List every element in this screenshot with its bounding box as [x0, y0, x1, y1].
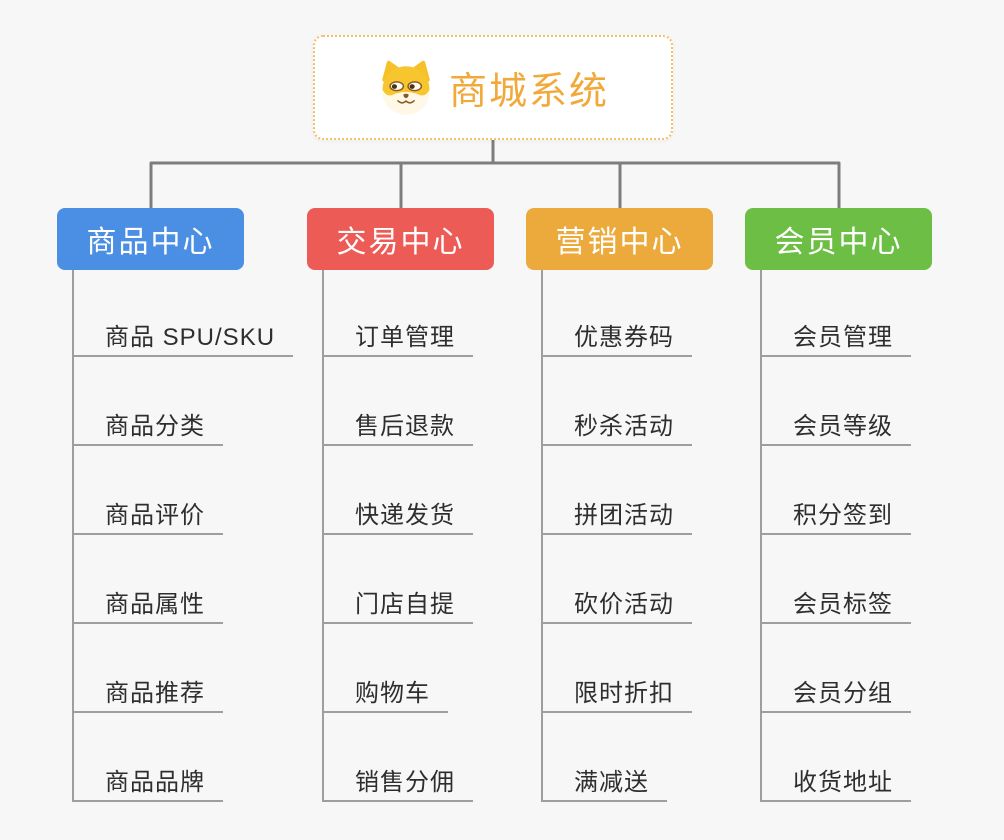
branch-header-label: 营销中心 [555, 226, 684, 259]
branch-column: 会员中心会员管理会员等级积分签到会员标签会员分组收货地址 [745, 208, 1004, 840]
branch-item-label: 积分签到 [793, 502, 893, 529]
branch-header-label: 交易中心 [336, 226, 465, 259]
branch-item-label: 砍价活动 [574, 591, 674, 618]
branch-item[interactable]: 限时折扣 [541, 671, 692, 713]
branch-item-label: 收货地址 [793, 769, 893, 796]
root-node-mall-system[interactable]: 商城系统 [313, 35, 673, 140]
branch-item-label: 商品 SPU/SKU [105, 324, 276, 351]
branch-item-label: 会员分组 [793, 680, 893, 707]
branch-item-label: 商品分类 [105, 413, 205, 440]
branch-column: 营销中心优惠券码秒杀活动拼团活动砍价活动限时折扣满减送 [526, 208, 786, 840]
branch-item[interactable]: 会员分组 [760, 671, 911, 713]
branch-item[interactable]: 优惠券码 [541, 315, 692, 357]
branch-item-label: 商品推荐 [105, 680, 205, 707]
branch-column: 交易中心订单管理售后退款快递发货门店自提购物车销售分佣 [307, 208, 567, 840]
branch-trunk-line [541, 270, 543, 802]
branch-item[interactable]: 商品 SPU/SKU [72, 315, 294, 357]
branch-item[interactable]: 商品属性 [72, 582, 223, 624]
branch-item-label: 快递发货 [355, 502, 455, 529]
branch-item[interactable]: 收货地址 [760, 760, 911, 802]
branch-item[interactable]: 商品评价 [72, 493, 223, 535]
branch-item[interactable]: 会员标签 [760, 582, 911, 624]
branch-item-label: 购物车 [355, 680, 430, 707]
branch-item[interactable]: 会员等级 [760, 404, 911, 446]
branch-item-label: 商品属性 [105, 591, 205, 618]
branch-column: 商品中心商品 SPU/SKU 商品分类商品评价商品属性商品推荐商品品牌 [57, 208, 317, 840]
branch-item-label: 商品评价 [105, 502, 205, 529]
branch-trunk-line [72, 270, 74, 802]
branch-item-label: 会员等级 [793, 413, 893, 440]
branch-header[interactable]: 营销中心 [526, 208, 713, 270]
branch-header-label: 会员中心 [774, 226, 903, 259]
branch-item[interactable]: 快递发货 [322, 493, 473, 535]
branch-item-label: 商品品牌 [105, 769, 205, 796]
branch-item[interactable]: 商品推荐 [72, 671, 223, 713]
branch-item[interactable]: 商品品牌 [72, 760, 223, 802]
branch-item[interactable]: 销售分佣 [322, 760, 473, 802]
dog-face-icon [377, 59, 435, 117]
branch-trunk-line [322, 270, 324, 802]
branch-item[interactable]: 购物车 [322, 671, 448, 713]
branch-item[interactable]: 积分签到 [760, 493, 911, 535]
root-title: 商城系统 [448, 71, 609, 113]
branch-item-label: 订单管理 [355, 324, 455, 351]
branch-item[interactable]: 满减送 [541, 760, 667, 802]
branch-item-label: 销售分佣 [355, 769, 455, 796]
branch-item[interactable]: 会员管理 [760, 315, 911, 357]
branch-item[interactable]: 秒杀活动 [541, 404, 692, 446]
branch-item[interactable]: 砍价活动 [541, 582, 692, 624]
branch-trunk-line [760, 270, 762, 802]
branch-item[interactable]: 订单管理 [322, 315, 473, 357]
branch-item-label: 会员管理 [793, 324, 893, 351]
branch-item-label: 优惠券码 [574, 324, 674, 351]
branch-item-label: 秒杀活动 [574, 413, 674, 440]
branch-header[interactable]: 交易中心 [307, 208, 494, 270]
branch-item-label: 售后退款 [355, 413, 455, 440]
branch-header[interactable]: 商品中心 [57, 208, 244, 270]
branch-item-label: 会员标签 [793, 591, 893, 618]
branch-item-label: 限时折扣 [574, 680, 674, 707]
branch-item[interactable]: 门店自提 [322, 582, 473, 624]
branch-item[interactable]: 拼团活动 [541, 493, 692, 535]
branch-item-label: 门店自提 [355, 591, 455, 618]
branch-header[interactable]: 会员中心 [745, 208, 932, 270]
branch-header-label: 商品中心 [86, 226, 215, 259]
branch-item-label: 拼团活动 [574, 502, 674, 529]
branch-item-label: 满减送 [574, 769, 649, 796]
branch-item[interactable]: 商品分类 [72, 404, 223, 446]
branch-item[interactable]: 售后退款 [322, 404, 473, 446]
